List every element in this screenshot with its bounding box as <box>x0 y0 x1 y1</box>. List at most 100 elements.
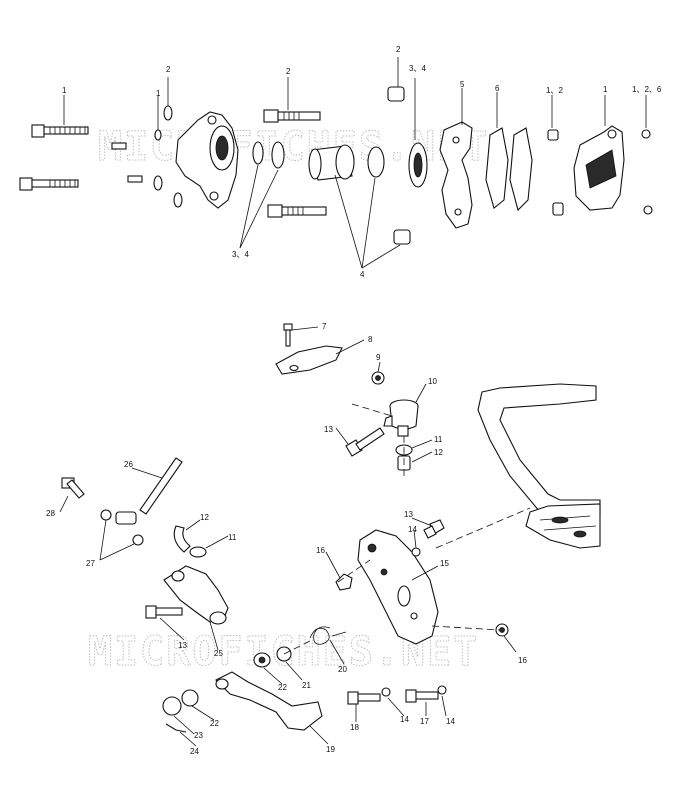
callout-label: 16 <box>316 546 325 555</box>
return-spring-20[interactable] <box>309 626 347 645</box>
washer-23[interactable] <box>162 696 182 716</box>
bolt-long-upper[interactable] <box>31 124 89 138</box>
caliper-body-inner[interactable] <box>175 111 239 209</box>
callout-label: 24 <box>190 747 199 756</box>
callout-label: 17 <box>420 717 429 726</box>
callout-label: 9 <box>376 353 381 362</box>
washer-27-a[interactable] <box>100 509 112 521</box>
callout-label: 4 <box>360 270 365 279</box>
callout-label: 1、2、6 <box>632 85 662 94</box>
callout-label: 14 <box>400 715 409 724</box>
washer-14-b[interactable] <box>381 687 391 697</box>
callout-label: 27 <box>86 559 95 568</box>
callout-label: 1 <box>156 89 161 98</box>
washer-27-b[interactable] <box>132 534 144 546</box>
callout-label: 5 <box>460 80 465 89</box>
bolt-mid-lower[interactable] <box>267 204 327 218</box>
callout-label: 14 <box>446 717 455 726</box>
callout-label: 8 <box>368 335 373 344</box>
callout-label: 3、4 <box>232 250 249 259</box>
pedal-assembly <box>59 323 601 747</box>
bolt-13-right[interactable] <box>423 519 445 539</box>
master-cylinder-25[interactable] <box>163 565 229 625</box>
callout-label: 22 <box>278 683 287 692</box>
callout-label: 11 <box>434 435 443 444</box>
bolt-long-lower[interactable] <box>19 177 79 191</box>
callout-label: 20 <box>338 665 347 674</box>
hose-12-lower[interactable] <box>173 525 191 553</box>
callout-label: 1 <box>62 86 67 95</box>
brake-pedal-19[interactable] <box>215 671 323 731</box>
mounting-plate-15[interactable] <box>357 529 439 645</box>
callout-label: 18 <box>350 723 359 732</box>
callout-label: 16 <box>518 656 527 665</box>
bushing-a[interactable] <box>547 129 559 141</box>
piston-seal-b[interactable] <box>271 141 285 169</box>
callout-label: 25 <box>214 649 223 658</box>
nut-16-right[interactable] <box>495 623 509 637</box>
bushing-22-a[interactable] <box>253 652 271 668</box>
callout-label: 26 <box>124 460 133 469</box>
bleeder-screw-upper[interactable] <box>111 142 127 150</box>
o-ring-small-d[interactable] <box>173 192 183 208</box>
callout-label: 15 <box>440 559 449 568</box>
callout-label: 21 <box>302 681 311 690</box>
callout-label: 2 <box>396 45 401 54</box>
bolt-13-upper[interactable] <box>345 427 385 457</box>
bolt-28[interactable] <box>61 477 85 499</box>
washer-14-c[interactable] <box>437 685 447 695</box>
brake-pad-outer[interactable] <box>509 127 533 212</box>
slide-sleeve-upper[interactable] <box>387 86 405 102</box>
callout-label: 13 <box>404 510 413 519</box>
bolt-17[interactable] <box>405 689 439 703</box>
o-ring-small-a[interactable] <box>163 105 173 121</box>
clamp-bracket-8[interactable] <box>275 345 343 375</box>
o-ring-small-c[interactable] <box>153 175 163 191</box>
callout-label: 10 <box>428 377 437 386</box>
piston-seal-large[interactable] <box>408 142 428 188</box>
bolt-13-lower[interactable] <box>145 605 183 619</box>
screw-7[interactable] <box>283 323 293 347</box>
clip-upper[interactable] <box>641 129 651 139</box>
callout-label: 2 <box>286 67 291 76</box>
callout-label: 1、2 <box>546 86 563 95</box>
callout-label: 11 <box>228 533 237 542</box>
callout-label: 13 <box>178 641 187 650</box>
nut-9[interactable] <box>371 371 385 385</box>
brake-cable-26[interactable] <box>115 457 183 525</box>
washer-14-a[interactable] <box>411 547 421 557</box>
callout-label: 22 <box>210 719 219 728</box>
cotter-pin-24[interactable] <box>165 723 187 733</box>
caliper-piston[interactable] <box>308 144 355 181</box>
bleeder-screw-lower[interactable] <box>127 175 143 183</box>
callout-label: 3、4 <box>409 64 426 73</box>
bolt-mid-upper[interactable] <box>263 109 321 123</box>
vehicle-frame <box>477 383 601 549</box>
caliper-bracket[interactable] <box>439 121 473 229</box>
callout-label: 12 <box>434 448 443 457</box>
bushing-b[interactable] <box>552 202 564 216</box>
piston-seal-a[interactable] <box>252 141 264 165</box>
callout-label: 19 <box>326 745 335 754</box>
callout-label: 6 <box>495 84 500 93</box>
callout-label: 12 <box>200 513 209 522</box>
callout-label: 7 <box>322 322 327 331</box>
fluid-reservoir-10[interactable] <box>383 399 419 437</box>
callout-label: 23 <box>194 731 203 740</box>
bolt-18[interactable] <box>347 691 381 705</box>
caliper-body-outer[interactable] <box>573 125 625 211</box>
o-ring-small-b[interactable] <box>154 129 162 141</box>
piston-boot[interactable] <box>367 146 385 178</box>
slide-sleeve-lower[interactable] <box>393 229 411 245</box>
callout-label: 13 <box>324 425 333 434</box>
callout-label: 2 <box>166 65 171 74</box>
callout-label: 28 <box>46 509 55 518</box>
clip-lower[interactable] <box>643 205 653 215</box>
callout-label: 1 <box>603 85 608 94</box>
brake-pad-inner[interactable] <box>485 127 509 209</box>
caliper-assembly <box>19 57 653 269</box>
washer-22-b[interactable] <box>181 689 199 707</box>
callout-label: 14 <box>408 525 417 534</box>
hose-clamp-11-lower[interactable] <box>189 546 207 558</box>
